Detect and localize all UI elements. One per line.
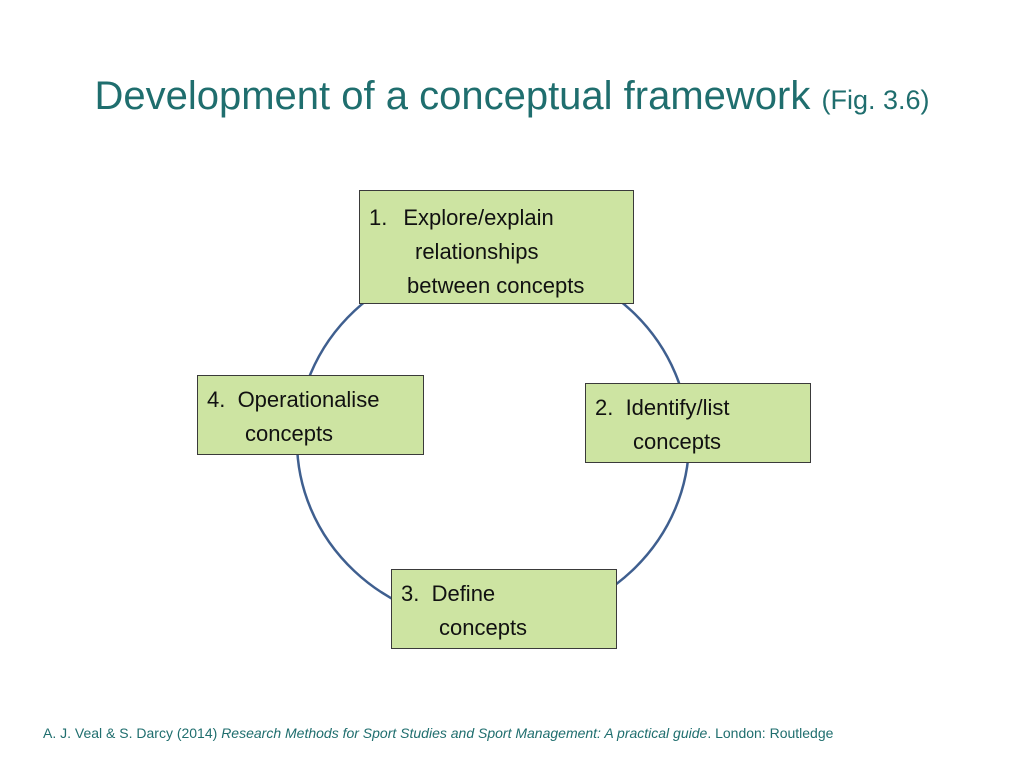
step-2-line-1: 2. Identify/list — [595, 395, 730, 420]
citation-publisher: . London: Routledge — [707, 725, 834, 741]
slide-title: Development of a conceptual framework (F… — [0, 72, 1024, 124]
citation-authors: A. J. Veal & S. Darcy (2014) — [43, 725, 222, 741]
step-3-line-1: 3. Define — [401, 581, 496, 606]
step-1-line-2: relationships — [415, 239, 539, 264]
title-main: Development of a conceptual framework — [94, 74, 811, 118]
step-3-line-2: concepts — [439, 615, 528, 640]
step-1-line-3: between concepts — [407, 273, 585, 298]
source-citation: A. J. Veal & S. Darcy (2014) Research Me… — [43, 723, 833, 743]
step-1-text: 1. Explore/explain — [369, 201, 633, 235]
step-box-define: 3. Define concepts — [391, 569, 617, 649]
step-box-operationalise: 4. Operationalise concepts — [197, 375, 424, 455]
step-box-identify: 2. Identify/list concepts — [585, 383, 811, 463]
step-box-explore: 1. Explore/explain relationships between … — [359, 190, 634, 304]
step-4-line-1: 4. Operationalise — [207, 387, 380, 412]
step-1-number: 1. — [369, 205, 388, 230]
figure-reference: (Fig. 3.6) — [821, 85, 930, 115]
step-4-line-2: concepts — [245, 421, 334, 446]
step-2-line-2: concepts — [633, 429, 722, 454]
citation-book-title: Research Methods for Sport Studies and S… — [221, 725, 708, 741]
step-1-line-1: Explore/explain — [403, 205, 554, 230]
